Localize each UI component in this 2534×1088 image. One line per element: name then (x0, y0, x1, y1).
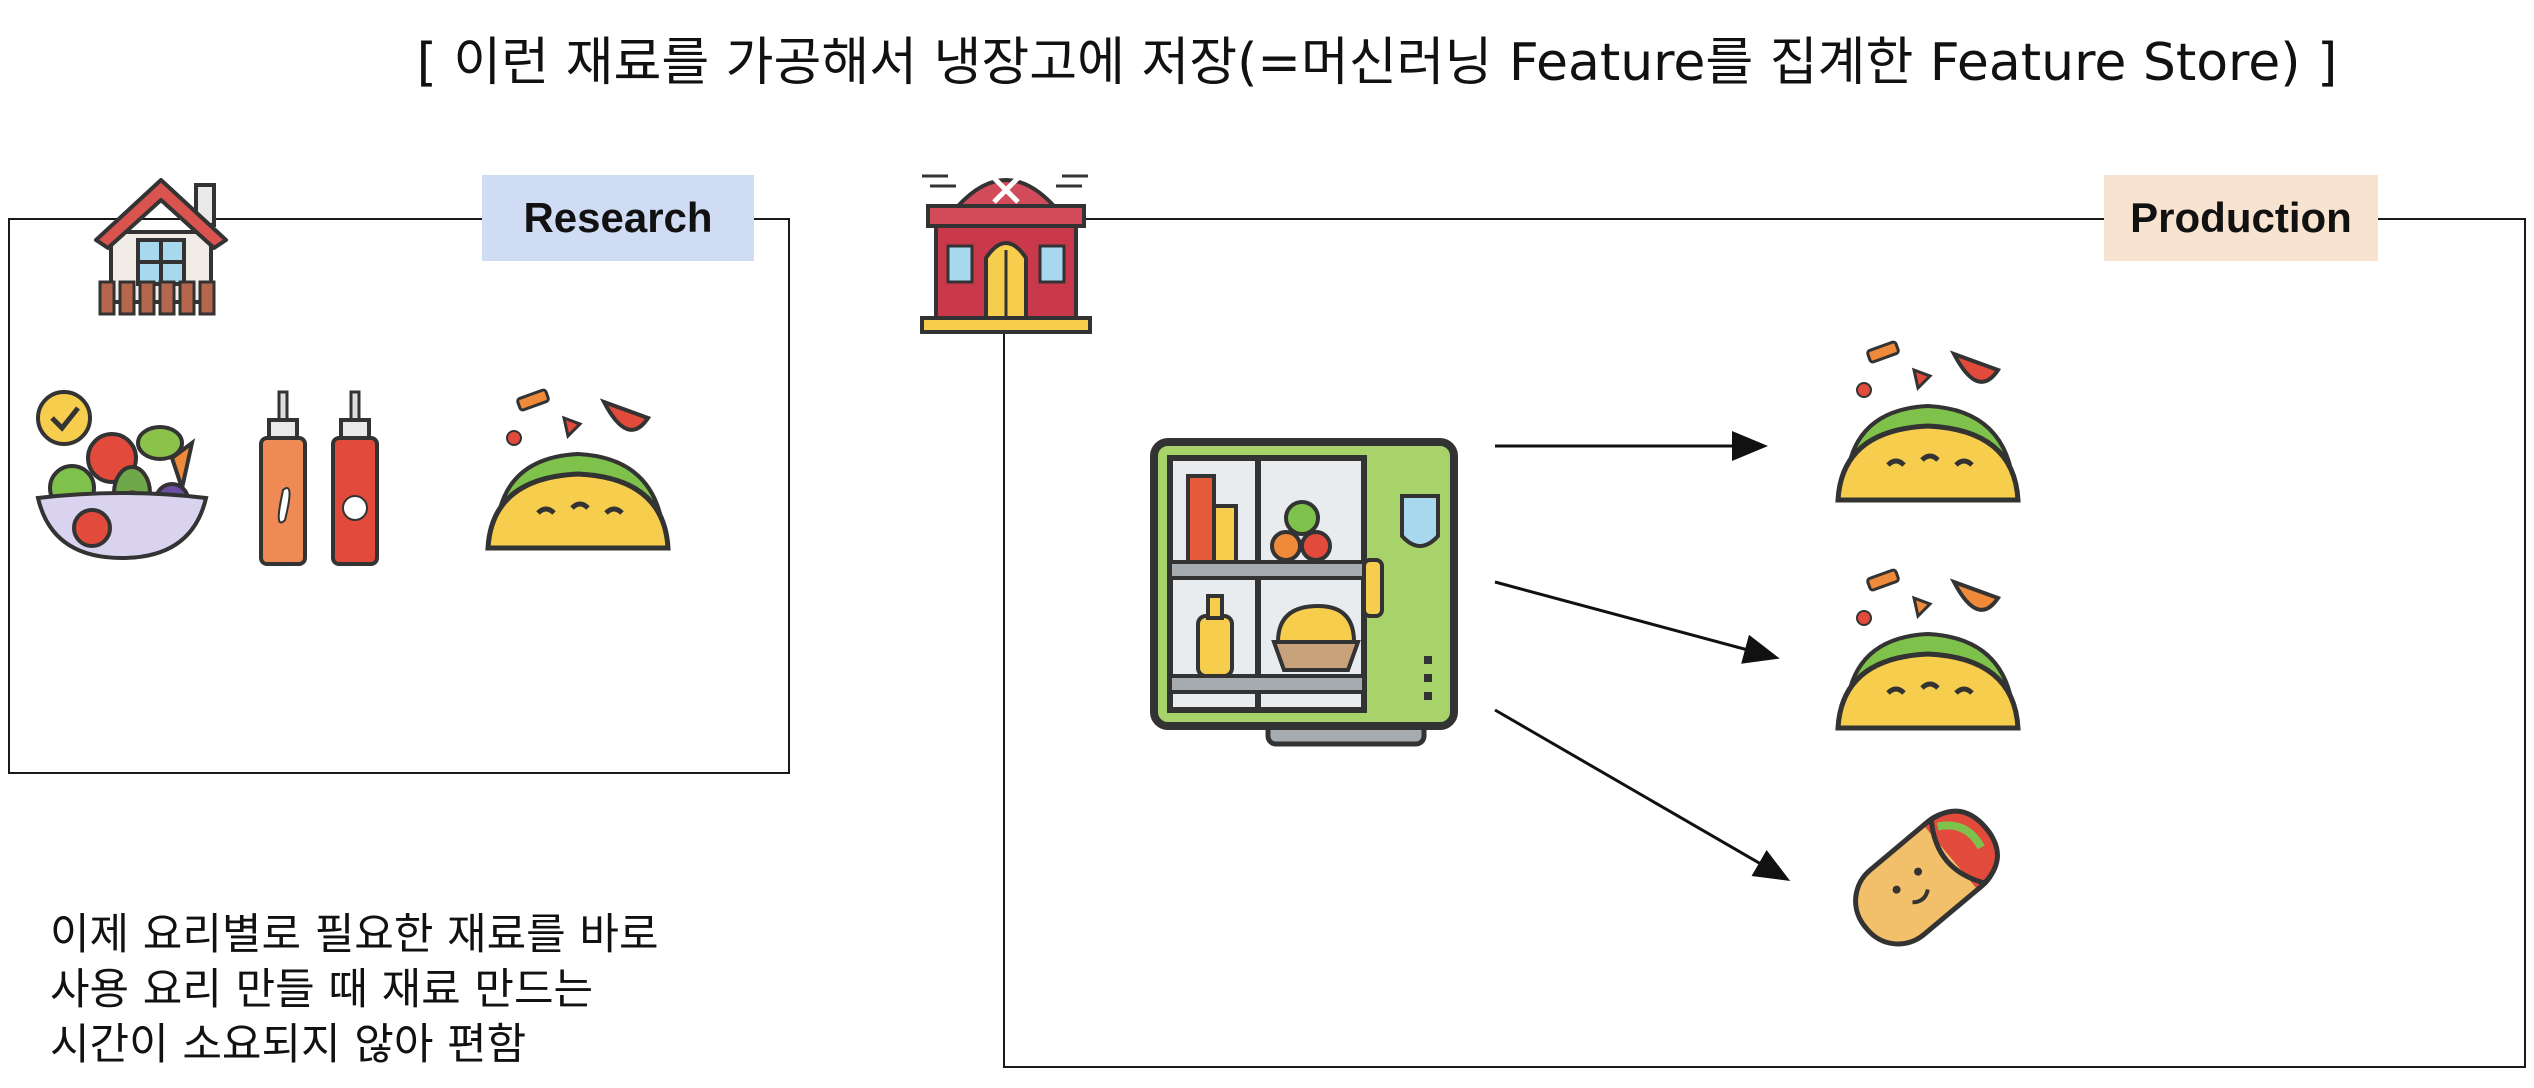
refrigerator-icon (1150, 438, 1458, 747)
research-label: Research (482, 175, 754, 261)
production-panel (1003, 218, 2526, 1068)
research-panel (8, 218, 790, 774)
arrow-to-taco-2 (1494, 580, 1780, 664)
arrow-to-burrito (1494, 708, 1791, 882)
note-line-3: 시간이 소요되지 않아 편함 (50, 1020, 527, 1070)
restaurant-icon (920, 174, 1092, 334)
taco-icon (485, 388, 671, 551)
note-text: 이제 요리별로 필요한 재료를 바로 사용 요리 만들 때 재료 만드는 시간이… (50, 908, 659, 1073)
note-line-2: 사용 요리 만들 때 재료 만드는 (50, 965, 594, 1015)
sauce-bottles-icon (259, 390, 379, 566)
house-icon (94, 178, 228, 316)
taco-icon (1835, 340, 2021, 503)
page-title: [ 이런 재료를 가공해서 냉장고에 저장(=머신러닝 Feature를 집계한… (416, 33, 2338, 93)
taco-icon (1835, 568, 2021, 731)
production-label: Production (2104, 175, 2378, 261)
salad-bowl-icon (35, 390, 209, 561)
note-line-1: 이제 요리별로 필요한 재료를 바로 (50, 910, 659, 960)
burrito-icon (1853, 808, 2000, 947)
